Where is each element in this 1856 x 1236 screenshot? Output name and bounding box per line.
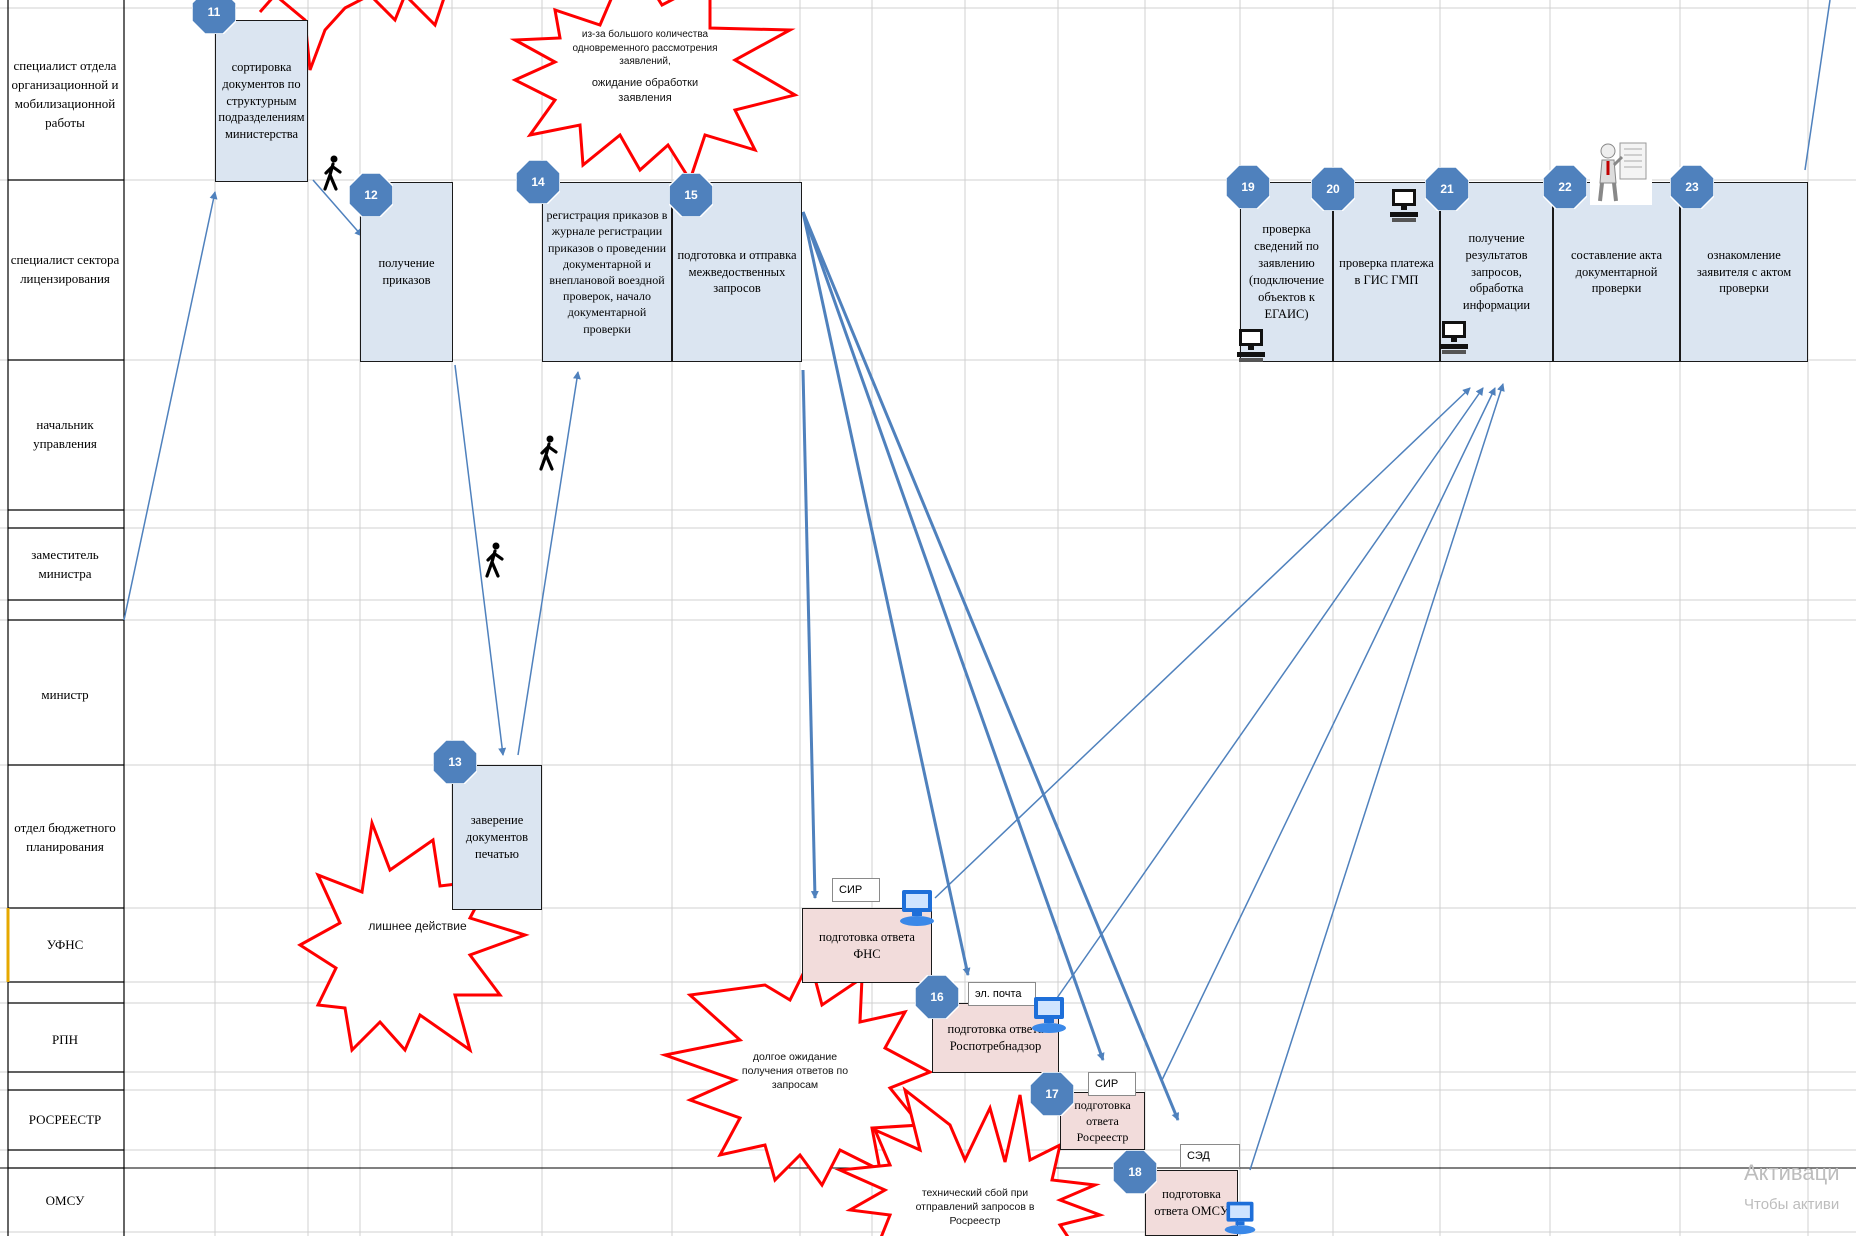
- lane-label-budget: отдел бюджетного планирования: [14, 819, 116, 854]
- computer-icon: [1390, 189, 1418, 222]
- walking-person-icon: [539, 435, 558, 471]
- step-badge-20: 20: [1311, 167, 1355, 211]
- step-badge-17: 17: [1030, 1072, 1074, 1116]
- step-18-box[interactable]: подготовка ответа ОМСУ: [1145, 1170, 1238, 1236]
- computer-icon: [1237, 329, 1265, 362]
- tag-sir-fns: СИР: [832, 878, 880, 902]
- lane-label-rosreestr: РОСРЕЕСТР: [28, 1112, 102, 1128]
- lane-label-org: специалист отдела организационной и моби…: [11, 58, 119, 130]
- step-23-box[interactable]: ознакомление заявителя с актом проверки: [1680, 182, 1808, 362]
- step-badge-13: 13: [433, 740, 477, 784]
- star-tech-failure: [834, 1086, 1106, 1236]
- step-14-box[interactable]: регистрация приказов в журнале регистрац…: [542, 182, 672, 362]
- watermark-subtitle: Чтобы активи: [1744, 1196, 1840, 1213]
- computer-icon: [1440, 321, 1468, 354]
- problem-tech-failure-label: технический сбой при отправлений запросо…: [915, 1187, 1035, 1228]
- step-20-box[interactable]: проверка платежа в ГИС ГМП: [1333, 182, 1440, 362]
- step-badge-14: 14: [516, 160, 560, 204]
- lane-label-ufns: УФНС: [46, 936, 84, 952]
- star-wait-processing: [509, 0, 799, 184]
- tag-sir-rosreestr: СИР: [1088, 1072, 1136, 1096]
- step-badge-18: 18: [1113, 1150, 1157, 1194]
- star-long-wait: [659, 955, 934, 1188]
- lane-label-rpn: РПН: [51, 1031, 78, 1047]
- step-badge-22: 22: [1543, 165, 1587, 209]
- star-top-left: [258, 0, 445, 71]
- walking-person-icon: [323, 155, 342, 191]
- lane-label-deputy: заместитель министра: [31, 547, 99, 581]
- step-badge-16: 16: [915, 975, 959, 1019]
- step-11-box[interactable]: сортировка документов по структурным под…: [215, 20, 308, 182]
- presenter-icon: [1590, 135, 1652, 205]
- lane-label-omsu: ОМСУ: [45, 1192, 85, 1208]
- lane-label-head: начальник управления: [33, 417, 97, 451]
- fns-answer-box[interactable]: подготовка ответа ФНС: [802, 908, 932, 983]
- computer-icon: [900, 890, 934, 926]
- problem-extra-action-label: лишнее действие: [368, 919, 467, 933]
- step-badge-23: 23: [1670, 165, 1714, 209]
- flow-arrows-thick: [801, 211, 1180, 1121]
- problem-wait-processing-note: из-за большого количества одновременного…: [572, 29, 718, 67]
- problem-long-wait-label: долгое ожидание получения ответов по зап…: [741, 1051, 849, 1092]
- lane-label-licensing: специалист сектора лицензирования: [10, 252, 120, 286]
- flow-arrows-thin: [123, 0, 1831, 1171]
- step-badge-15: 15: [669, 173, 713, 217]
- step-badge-11: 11: [192, 0, 236, 34]
- problem-wait-processing-label: ожидание обработки заявления: [591, 77, 699, 104]
- computer-icon: [1224, 1201, 1256, 1235]
- watermark-title: Активаци: [1744, 1160, 1840, 1185]
- step-13-box[interactable]: заверение документов печатью: [452, 765, 542, 910]
- walking-person-icon: [485, 542, 504, 578]
- step-21-box[interactable]: получение результатов запросов, обработк…: [1440, 182, 1553, 362]
- lane-label-minister: министр: [41, 686, 89, 702]
- step-badge-21: 21: [1425, 167, 1469, 211]
- tag-email: эл. почта: [968, 982, 1036, 1006]
- step-badge-12: 12: [349, 173, 393, 217]
- step-badge-19: 19: [1226, 165, 1270, 209]
- computer-icon: [1032, 997, 1066, 1033]
- tag-sed: СЭД: [1180, 1144, 1240, 1168]
- step-22-box[interactable]: составление акта документарной проверки: [1553, 182, 1680, 362]
